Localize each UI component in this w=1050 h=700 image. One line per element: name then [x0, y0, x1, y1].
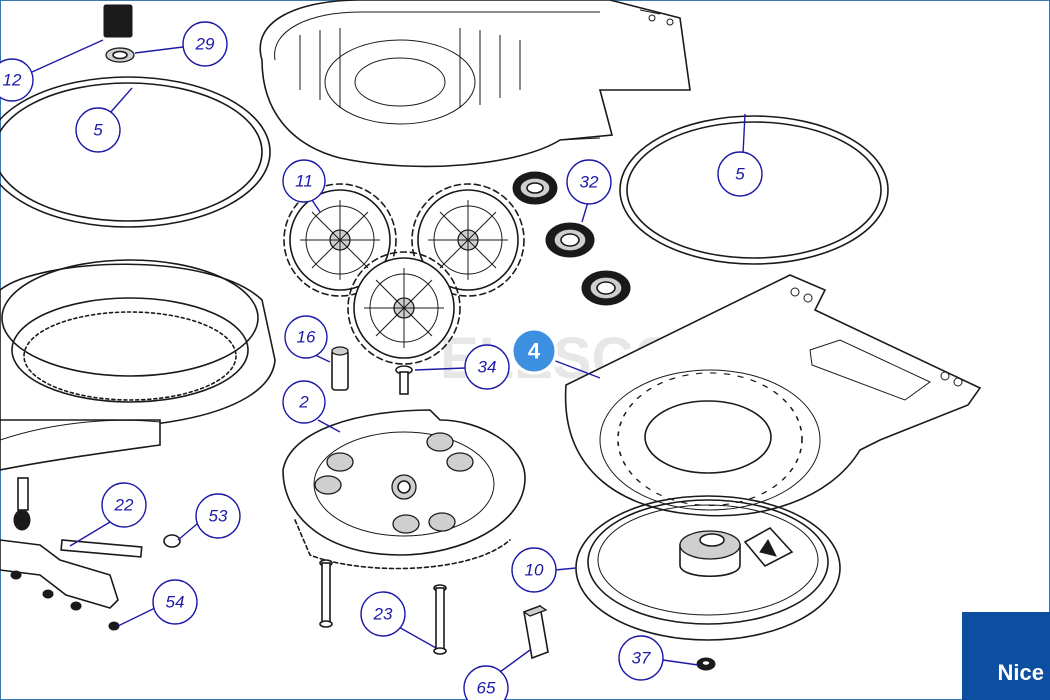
long-screw-left	[319, 559, 333, 628]
planet-carrier	[282, 409, 526, 570]
bearing-bottom	[581, 270, 631, 306]
encoder-plate	[564, 274, 982, 517]
planet-gear-c	[347, 251, 461, 365]
pin-part-16	[331, 346, 349, 391]
callout-2: 2	[282, 380, 326, 424]
bearing-top	[512, 171, 558, 205]
callout-label: 53	[209, 507, 228, 526]
callout-5-left: 5	[75, 107, 121, 153]
callout-label: 32	[580, 173, 599, 192]
brand-logo: Nice	[962, 612, 1050, 700]
callout-label: 54	[166, 593, 185, 612]
callout-label: 12	[3, 71, 22, 90]
planet-gear-a	[283, 183, 397, 297]
callout-16: 16	[284, 315, 328, 359]
bracket-assembly	[0, 477, 181, 631]
o-ring-right	[619, 115, 889, 265]
callout-54: 54	[152, 579, 198, 625]
callout-32: 32	[566, 159, 612, 205]
bearing-middle	[545, 222, 595, 258]
o-ring-left	[0, 76, 271, 228]
long-screw-right	[433, 584, 447, 655]
screw-part-34	[395, 365, 413, 395]
callout-37: 37	[618, 635, 664, 681]
callout-label: 16	[297, 328, 316, 347]
callout-label: 2	[298, 393, 309, 412]
gearmotor-housing	[259, 0, 691, 168]
callout-label: 37	[632, 649, 651, 668]
callout-23: 23	[360, 591, 406, 637]
callout-label: 22	[114, 496, 134, 515]
callout-22: 22	[101, 482, 147, 528]
planet-gear-b	[411, 183, 525, 297]
callout-label: 5	[93, 121, 103, 140]
pinion-part-12	[103, 4, 133, 38]
magnet-part-65	[522, 604, 549, 660]
callout-53: 53	[195, 493, 241, 539]
motor-rotor	[575, 495, 841, 641]
callout-label: 11	[295, 172, 313, 191]
callout-5-right: 5	[717, 151, 763, 197]
callout-12: 12	[0, 58, 34, 102]
callout-10: 10	[511, 547, 557, 593]
callout-34: 34	[464, 344, 510, 390]
ring-gear	[0, 259, 276, 471]
callout-65: 65	[463, 665, 509, 700]
nut-part-37	[696, 657, 716, 671]
brand-logo-text: Nice	[997, 660, 1044, 685]
callout-label: 29	[195, 35, 215, 54]
callout-label: 34	[478, 358, 497, 377]
callout-11: 11	[282, 159, 326, 203]
callout-29: 29	[182, 21, 228, 67]
callout-label: 5	[735, 165, 745, 184]
highlight-badge: 4	[510, 327, 558, 375]
callout-label: 10	[525, 561, 544, 580]
callout-label: 23	[373, 605, 393, 624]
callout-label: 65	[477, 679, 496, 698]
highlight-badge-label: 4	[528, 339, 541, 364]
